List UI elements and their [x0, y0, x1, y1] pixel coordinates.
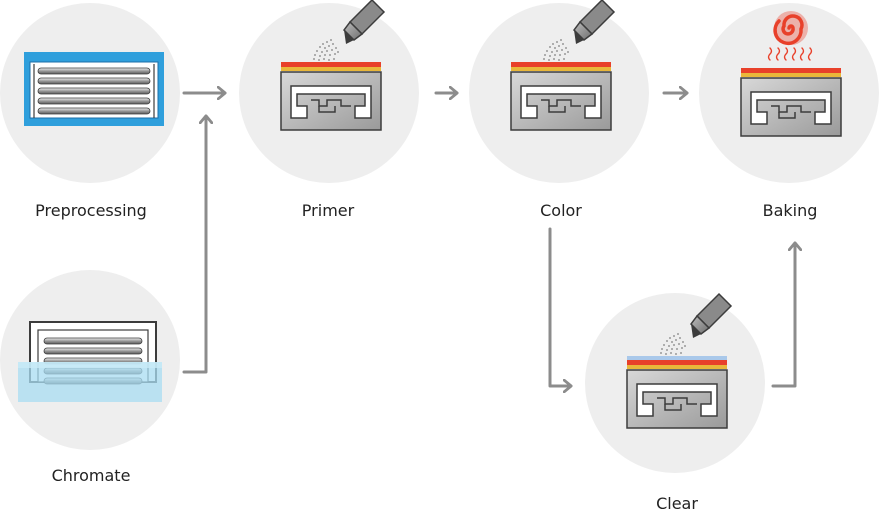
heat-waves-icon [767, 47, 813, 61]
step-label-clear: Clear [656, 494, 698, 513]
baking-process-icon [740, 11, 842, 137]
step-label-primer: Primer [301, 201, 355, 220]
arrow-chromate-to-primer [182, 117, 206, 374]
heat-swirl-icon [773, 11, 808, 46]
clear-layer [627, 356, 727, 360]
arrow-clear-to-baking [771, 244, 795, 388]
step-label-color: Color [540, 201, 582, 220]
arrow-color-to-clear [548, 227, 570, 386]
primer-process-icon [280, 0, 385, 131]
preprocessing-rack-icon [24, 52, 164, 126]
step-label-chromate: Chromate [51, 466, 131, 485]
step-label-baking: Baking [762, 201, 818, 220]
chromate-bath-icon [18, 321, 162, 402]
clear-process-icon [626, 293, 732, 429]
color-process-icon [510, 0, 615, 131]
primer-layer [281, 62, 381, 67]
step-label-preprocessing: Preprocessing [35, 201, 147, 220]
